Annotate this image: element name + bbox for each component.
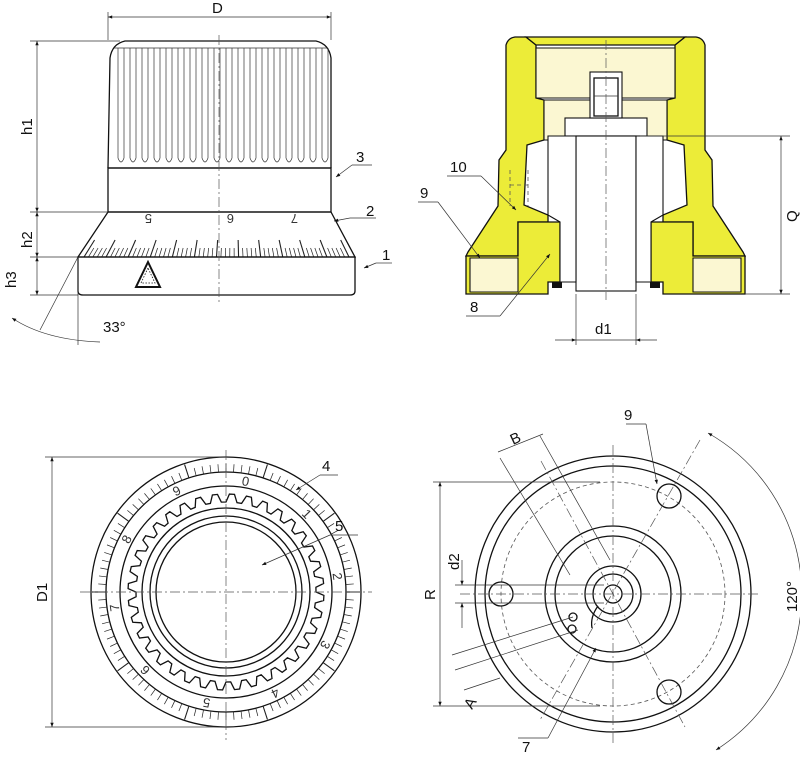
callout-10: 10 [450,159,467,176]
callout-2: 2 [366,203,374,220]
scale-number: 5 [202,695,212,711]
callout-4: 4 [322,458,330,475]
base-ring [77,256,356,296]
callout-3: 3 [356,149,364,166]
dim-h1: h1 [19,118,36,135]
dial-number: 6 [227,211,234,226]
body-right-section [662,36,747,257]
cylindrical-band [107,167,332,213]
scale-number: 4 [269,685,282,702]
scale-number: 6 [137,662,153,678]
callout-8: 8 [470,299,478,316]
front-view: 5 6 7 D h1 h2 h3 33° 1 [3,0,392,345]
scale-ticks [92,464,360,720]
set-screw-hole [568,612,578,622]
dial-number: 7 [291,211,298,226]
mounting-hole [488,581,514,607]
scale-number: 3 [317,638,334,651]
mounting-hole [656,679,682,705]
top-view: 0 1 2 3 4 5 6 7 8 9 D1 4 5 [34,450,372,740]
dim-h3: h3 [3,271,20,288]
scale-number: 9 [170,483,183,500]
dim-D: D [212,0,223,17]
scale-number: 7 [107,603,123,612]
scale-number: 1 [299,506,315,522]
callout-9-bottom: 9 [624,407,632,424]
dim-R: R [422,589,439,600]
screw-pocket-left [469,257,519,293]
dim-h2: h2 [19,231,36,248]
dim-A: A [461,695,481,712]
dial-ticks [83,239,350,258]
cap-top-section [524,36,687,46]
central-shaft [575,135,637,292]
section-view: Q d1 10 9 8 [418,36,800,345]
index-triangle-icon [134,259,162,288]
dim-angle-120: 120° [784,581,800,612]
callout-7: 7 [522,739,530,756]
dial-number: 5 [145,211,152,226]
mounting-hole [656,483,682,509]
dim-Q: Q [784,210,800,222]
body-left-section [464,36,549,257]
dim-d2: d2 [446,553,463,570]
scale-number: 8 [118,532,135,545]
dim-B: B [508,429,524,449]
scale-number: 0 [241,473,251,489]
bottom-view: R d2 B A 120° 9 7 [422,407,800,756]
callout-5: 5 [335,518,343,535]
dim-angle: 33° [103,319,126,336]
dim-D1: D1 [34,583,51,602]
scale-number: 2 [329,572,345,581]
callout-9: 9 [420,185,428,202]
callout-1: 1 [382,247,390,264]
knurl-flutes [114,47,329,163]
dim-d1: d1 [595,321,612,338]
knurled-cap [107,40,332,169]
